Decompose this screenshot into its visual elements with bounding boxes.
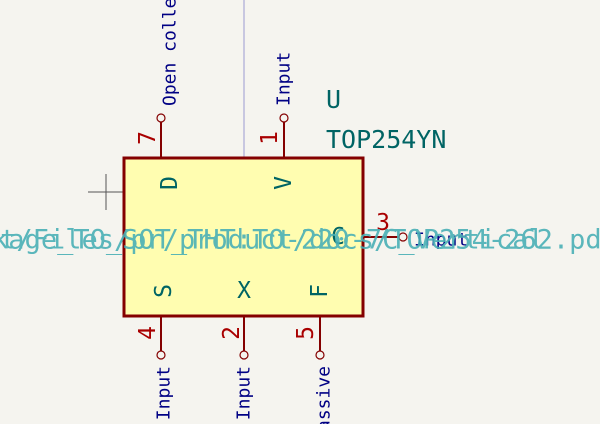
pin-end-d[interactable]	[156, 113, 166, 123]
pin-type-s: Input	[154, 366, 175, 420]
pin-type-f: Passive	[314, 366, 335, 424]
pin-name-c: C	[331, 224, 345, 250]
component-body[interactable]	[122, 156, 365, 318]
pin-name-s: S	[151, 284, 177, 298]
pin-name-d: D	[157, 176, 183, 190]
reference-designator[interactable]: U	[326, 85, 341, 114]
pin-type-c: Input	[414, 230, 468, 251]
pin-end-c[interactable]	[398, 232, 408, 242]
pin-end-v[interactable]	[279, 113, 289, 123]
pin-name-v: V	[271, 176, 297, 190]
pin-number-s: 4	[135, 326, 161, 340]
pin-name-f: F	[307, 284, 333, 298]
datasheet-field[interactable]: ~/default/Files/pr/product/docs/TOP254-2…	[0, 225, 600, 256]
value-field[interactable]: TOP254YN	[326, 125, 446, 154]
footprint-field[interactable]: Package_TO_SOT_THT:TO-220-7C_Vertical	[0, 225, 545, 256]
pin-end-x[interactable]	[239, 350, 249, 360]
pin-end-f[interactable]	[315, 350, 325, 360]
pin-number-x: 2	[219, 326, 245, 340]
pin-number-v: 1	[257, 131, 283, 145]
pin-type-d: Open collector	[160, 0, 181, 106]
pin-name-x: X	[237, 278, 251, 304]
pin-number-f: 5	[293, 326, 319, 340]
pin-type-v: Input	[274, 52, 295, 106]
anchor-crosshair	[88, 174, 124, 210]
pin-end-s[interactable]	[156, 350, 166, 360]
pin-number-c: 3	[376, 210, 390, 236]
pin-number-d: 7	[135, 131, 161, 145]
pin-type-x: Input	[234, 366, 255, 420]
